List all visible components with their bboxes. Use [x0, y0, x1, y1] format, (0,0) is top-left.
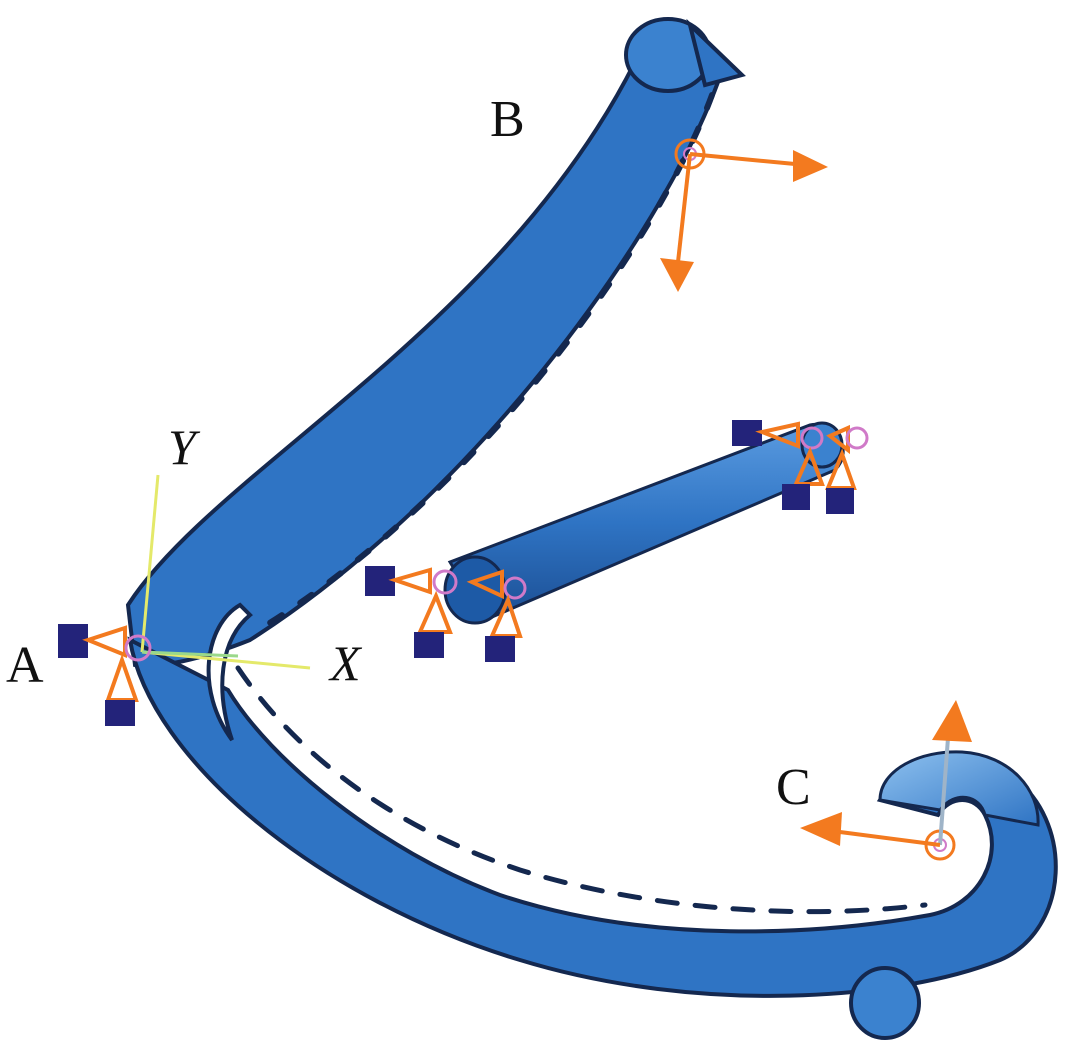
axis-x-label: X — [330, 635, 361, 691]
point-a-label: A — [6, 637, 44, 694]
axis-y-line — [140, 474, 160, 653]
lower-arm — [127, 636, 1058, 998]
point-b-label: B — [490, 91, 525, 148]
scroll-end — [878, 750, 1040, 827]
constraint-rod-right — [732, 420, 869, 514]
constraint-rod-left — [365, 566, 527, 662]
lower-end-cap — [849, 966, 921, 1040]
upper-end-tip — [686, 18, 746, 88]
upper-arm-rim — [252, 92, 715, 635]
axis-z-line — [141, 650, 239, 658]
connecting-rod — [447, 423, 845, 622]
constraint-a — [58, 624, 152, 726]
point-c-label: C — [776, 759, 811, 816]
load-b — [660, 138, 828, 292]
lower-arm-ribs — [235, 665, 928, 915]
load-c — [800, 700, 972, 861]
hinge-slot — [206, 602, 253, 742]
upper-arm — [125, 59, 721, 668]
axis-y-label: Y — [168, 419, 196, 475]
